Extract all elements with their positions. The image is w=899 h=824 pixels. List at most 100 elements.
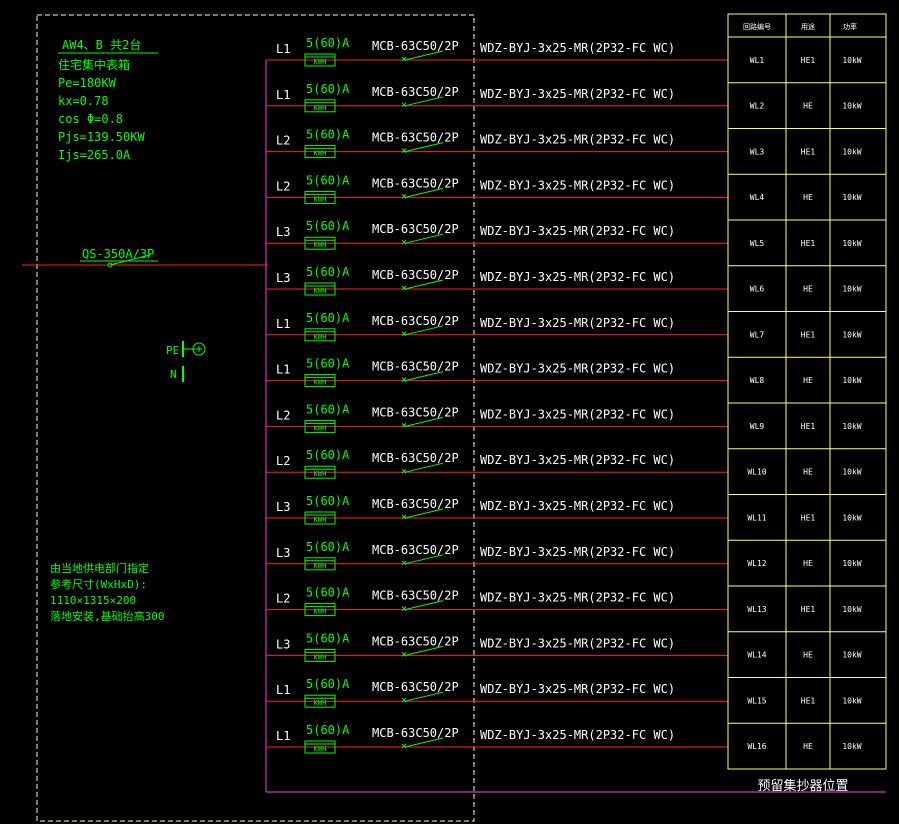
meter-rating: 5(60)A [306,36,350,50]
breaker-label: MCB-63C50/2P [372,222,459,236]
table-cell-use: HE1 [801,147,816,156]
meter-rating: 5(60)A [306,402,350,416]
breaker-label: MCB-63C50/2P [372,634,459,648]
panel-param-2: kx=0.78 [58,94,109,108]
table-cell-power: 10kW [842,376,861,385]
breaker-symbol [404,691,444,702]
meter-tag: KWH [314,150,327,158]
phase-label: L3 [276,546,290,560]
breaker-symbol [404,600,444,611]
breaker-symbol [404,142,444,153]
panel-note-line-1: 参考尺寸(WxHxD): [50,577,147,591]
meter-tag: KWH [314,241,327,249]
table-cell-use: HE [803,285,813,294]
cable-label: WDZ-BYJ-3x25-MR(2P32-FC WC) [480,41,675,55]
cable-label: WDZ-BYJ-3x25-MR(2P32-FC WC) [480,636,675,650]
breaker-symbol [404,645,444,656]
phase-label: L2 [276,592,290,606]
breaker-symbol [404,554,444,565]
panel-param-1: Pe=180KW [58,76,117,90]
cable-label: WDZ-BYJ-3x25-MR(2P32-FC WC) [480,316,675,330]
meter-rating: 5(60)A [306,173,350,187]
meter-tag: KWH [314,745,327,753]
meter-rating: 5(60)A [306,540,350,554]
phase-label: L1 [276,88,290,102]
panel-param-0: 住宅集中表箱 [58,57,130,72]
table-cell-power: 10kW [842,696,861,705]
meter-tag: KWH [314,195,327,203]
meter-tag: KWH [314,699,327,707]
meter-tag: KWH [314,287,327,295]
table-cell-circuit-id: WL9 [750,422,765,431]
breaker-symbol [404,279,444,290]
meter-tag: KWH [314,516,327,524]
meter-rating: 5(60)A [306,82,350,96]
phase-label: L1 [276,317,290,331]
table-cell-use: HE [803,559,813,568]
meter-rating: 5(60)A [306,586,350,600]
circuit-row: L3 5(60)A KWH MCB-63C50/2P WDZ-BYJ-3x25-MR(2… [266,219,728,250]
meter-rating: 5(60)A [306,219,350,233]
cable-label: WDZ-BYJ-3x25-MR(2P32-FC WC) [480,178,675,192]
phase-label: L3 [276,271,290,285]
panel-note-line-2: 1110×1315×200 [50,594,136,607]
meter-box [304,465,336,479]
panel-note: 由当地供电部门指定参考尺寸(WxHxD):1110×1315×200落地安装,基… [50,561,165,623]
table-cell-circuit-id: WL10 [747,468,766,477]
cable-label: WDZ-BYJ-3x25-MR(2P32-FC WC) [480,270,675,284]
table-cell-use: HE [803,102,813,111]
table-cell-power: 10kW [842,239,861,248]
meter-tag: KWH [314,470,327,478]
meter-rating: 5(60)A [306,631,350,645]
phase-label: L1 [276,363,290,377]
phase-label: L3 [276,500,290,514]
meter-rating: 5(60)A [306,128,350,142]
meter-tag: KWH [314,379,327,387]
table-cell-circuit-id: WL11 [747,513,766,522]
incomer-label: QS-350A/3P [82,247,154,261]
phase-label: L3 [276,637,290,651]
breaker-label: MCB-63C50/2P [372,405,459,419]
table-cell-circuit-id: WL4 [750,193,765,202]
meter-tag: KWH [314,424,327,432]
breaker-symbol [404,325,444,336]
table-cell-power: 10kW [842,605,861,614]
breaker-symbol [404,737,444,748]
meter-box [304,374,336,388]
breaker-label: MCB-63C50/2P [372,680,459,694]
table-cell-circuit-id: WL7 [750,330,765,339]
meter-box [304,648,336,662]
meter-rating: 5(60)A [306,357,350,371]
cable-label: WDZ-BYJ-3x25-MR(2P32-FC WC) [480,499,675,513]
breaker-label: MCB-63C50/2P [372,543,459,557]
panel-param-3: cos Φ=0.8 [58,112,123,126]
phase-label: L3 [276,225,290,239]
meter-rating: 5(60)A [306,494,350,508]
meter-tag: KWH [314,608,327,616]
panel-param-4: Pjs=139.50KW [58,130,145,144]
table-cell-power: 10kW [842,193,861,202]
cable-label: WDZ-BYJ-3x25-MR(2P32-FC WC) [480,224,675,238]
meter-box [304,740,336,754]
breaker-label: MCB-63C50/2P [372,176,459,190]
phase-label: L1 [276,42,290,56]
table-cell-use: HE [803,651,813,660]
cable-label: WDZ-BYJ-3x25-MR(2P32-FC WC) [480,682,675,696]
pe-terminal-icon [182,341,206,357]
breaker-symbol [404,371,444,382]
meter-box [304,419,336,433]
meter-rating: 5(60)A [306,265,350,279]
table-cell-power: 10kW [842,147,861,156]
